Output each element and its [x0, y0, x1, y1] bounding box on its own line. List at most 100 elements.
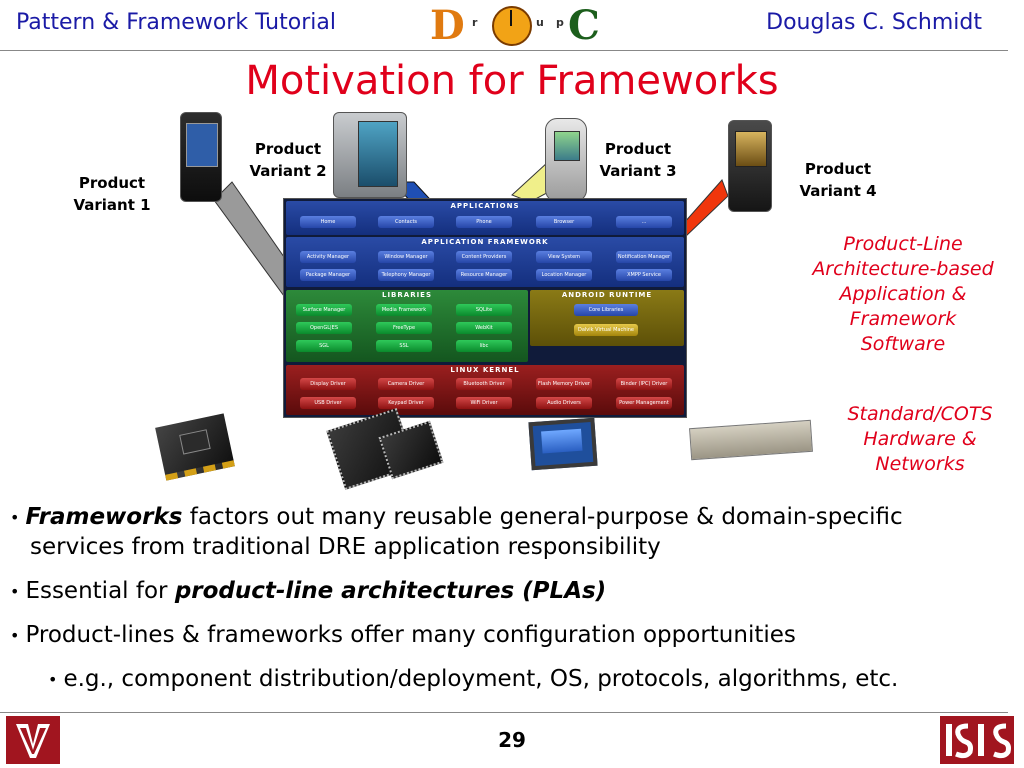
- application-framework-layer: Application Framework Activity Manager W…: [286, 237, 684, 287]
- k-bluetooth-driver: Bluetooth Driver: [456, 378, 512, 390]
- runtime-title: Android Runtime: [561, 291, 653, 299]
- lib-media-framework: Media Framework: [376, 304, 432, 316]
- logo-letter-g: r: [472, 16, 478, 29]
- bullet-2: •Essential for product-line architecture…: [10, 576, 606, 607]
- libraries-title: Libraries: [381, 291, 433, 299]
- lib-surface-manager: Surface Manager: [296, 304, 352, 316]
- k-binder-driver: Binder (IPC) Driver: [616, 378, 672, 390]
- k-flash-memory-driver: Flash Memory Driver: [536, 378, 592, 390]
- footer-rule: [0, 712, 1008, 713]
- bullet-marker: •: [10, 625, 20, 645]
- lib-webkit: WebKit: [456, 322, 512, 334]
- product-variant-1-line1: Product: [78, 174, 146, 192]
- lib-ssl: SSL: [376, 340, 432, 352]
- bullet-2-emphasis: product-line architectures (PLAs): [174, 578, 607, 604]
- logo-letter-c: C: [568, 2, 600, 49]
- bullet-1-text: factors out many reusable general-purpos…: [182, 504, 903, 530]
- bullet-3: •Product-lines & frameworks offer many c…: [10, 620, 796, 651]
- phone-variant-2-image: [333, 112, 407, 198]
- logo-letter-d: D: [430, 2, 465, 49]
- page-number: 29: [498, 728, 526, 752]
- header-left-title: Pattern & Framework Tutorial: [16, 10, 336, 35]
- k-keypad-driver: Keypad Driver: [378, 397, 434, 409]
- product-variant-3-line2: Variant 3: [599, 162, 677, 180]
- bullet-1-continuation: services from traditional DRE applicatio…: [30, 532, 661, 562]
- hw-label-line-3: Networks: [875, 453, 965, 475]
- vanderbilt-logo: [6, 716, 60, 764]
- k-camera-driver: Camera Driver: [378, 378, 434, 390]
- android-runtime-layer: Android Runtime Core Libraries Dalvik Vi…: [530, 290, 684, 346]
- rt-dalvik-vm: Dalvik Virtual Machine: [574, 324, 638, 336]
- logo-clock-icon: [492, 6, 532, 46]
- bullet-marker: •: [10, 507, 20, 527]
- applications-layer: Applications Home Contacts Phone Browser…: [286, 201, 684, 235]
- k-power-management: Power Management: [616, 397, 672, 409]
- product-variant-4-line2: Variant 4: [799, 182, 877, 200]
- pla-label-line-3: Application &: [839, 283, 967, 305]
- phone-variant-4-image: [728, 120, 772, 212]
- app-browser: Browser: [536, 216, 592, 228]
- fw-content-providers: Content Providers: [456, 251, 512, 263]
- pla-label-line-4: Framework: [849, 308, 957, 330]
- app-contacts: Contacts: [378, 216, 434, 228]
- pla-label-line-1: Product-Line: [843, 233, 963, 255]
- product-variant-3-label: Product Variant 3: [588, 138, 688, 182]
- bullet-2-text: Essential for: [25, 578, 175, 604]
- product-variant-1-label: Product Variant 1: [62, 172, 162, 216]
- vanderbilt-v-icon: [16, 724, 50, 758]
- product-variant-2-line1: Product: [254, 140, 322, 158]
- product-variant-4-line1: Product: [804, 160, 872, 178]
- product-variant-4-label: Product Variant 4: [788, 158, 888, 202]
- applications-title: Applications: [450, 202, 520, 210]
- bullet-1-emphasis: Frameworks: [25, 504, 183, 530]
- hardware-label: Standard/COTS Hardware & Networks: [820, 402, 1020, 477]
- header-author: Douglas C. Schmidt: [766, 10, 982, 35]
- bullet-marker: •: [10, 581, 20, 601]
- slide-title: Motivation for Frameworks: [245, 58, 779, 104]
- lib-sgl: SGL: [296, 340, 352, 352]
- hw-label-line-2: Hardware &: [863, 428, 977, 450]
- product-variant-2-line2: Variant 2: [249, 162, 327, 180]
- lib-opengl: OpenGL|ES: [296, 322, 352, 334]
- fw-location-manager: Location Manager: [536, 269, 592, 281]
- hw-label-line-1: Standard/COTS: [847, 403, 993, 425]
- libraries-layer: Libraries Surface Manager Media Framewor…: [286, 290, 528, 362]
- doc-group-logo: D r u p C: [430, 2, 600, 49]
- logo-clock-hand: [510, 10, 512, 26]
- pla-label-line-5: Software: [860, 333, 946, 355]
- k-wifi-driver: WiFi Driver: [456, 397, 512, 409]
- pla-label-line-2: Architecture-based: [812, 258, 994, 280]
- k-audio-drivers: Audio Drivers: [536, 397, 592, 409]
- fw-resource-manager: Resource Manager: [456, 269, 512, 281]
- fw-xmpp-service: XMPP Service: [616, 269, 672, 281]
- linux-kernel-layer: Linux Kernel Display Driver Camera Drive…: [286, 365, 684, 415]
- app-home: Home: [300, 216, 356, 228]
- phone-variant-3-image: [545, 118, 587, 202]
- app-phone: Phone: [456, 216, 512, 228]
- app-more: ...: [616, 216, 672, 228]
- product-variant-2-label: Product Variant 2: [238, 138, 338, 182]
- isis-letters-icon: [946, 723, 1011, 759]
- lib-freetype: FreeType: [376, 322, 432, 334]
- fw-window-manager: Window Manager: [378, 251, 434, 263]
- framework-title: Application Framework: [421, 238, 549, 246]
- bullet-1: •Frameworks factors out many reusable ge…: [10, 502, 903, 533]
- header-rule: [0, 50, 1008, 51]
- bullet-marker: •: [48, 669, 58, 689]
- phone-variant-1-image: [180, 112, 222, 202]
- product-variant-1-line2: Variant 1: [73, 196, 151, 214]
- bullet-4-text: e.g., component distribution/deployment,…: [63, 666, 899, 692]
- logo-letter-u: u: [536, 16, 544, 29]
- fw-telephony-manager: Telephony Manager: [378, 269, 434, 281]
- pla-software-label: Product-Line Architecture-based Applicat…: [790, 232, 1016, 357]
- fw-activity-manager: Activity Manager: [300, 251, 356, 263]
- k-display-driver: Display Driver: [300, 378, 356, 390]
- lib-libc: libc: [456, 340, 512, 352]
- bullet-3-text: Product-lines & frameworks offer many co…: [25, 622, 796, 648]
- android-architecture-diagram: Applications Home Contacts Phone Browser…: [283, 198, 687, 418]
- fw-package-manager: Package Manager: [300, 269, 356, 281]
- bullet-4: •e.g., component distribution/deployment…: [48, 664, 898, 695]
- fw-notification-manager: Notification Manager: [616, 251, 672, 263]
- product-variant-3-line1: Product: [604, 140, 672, 158]
